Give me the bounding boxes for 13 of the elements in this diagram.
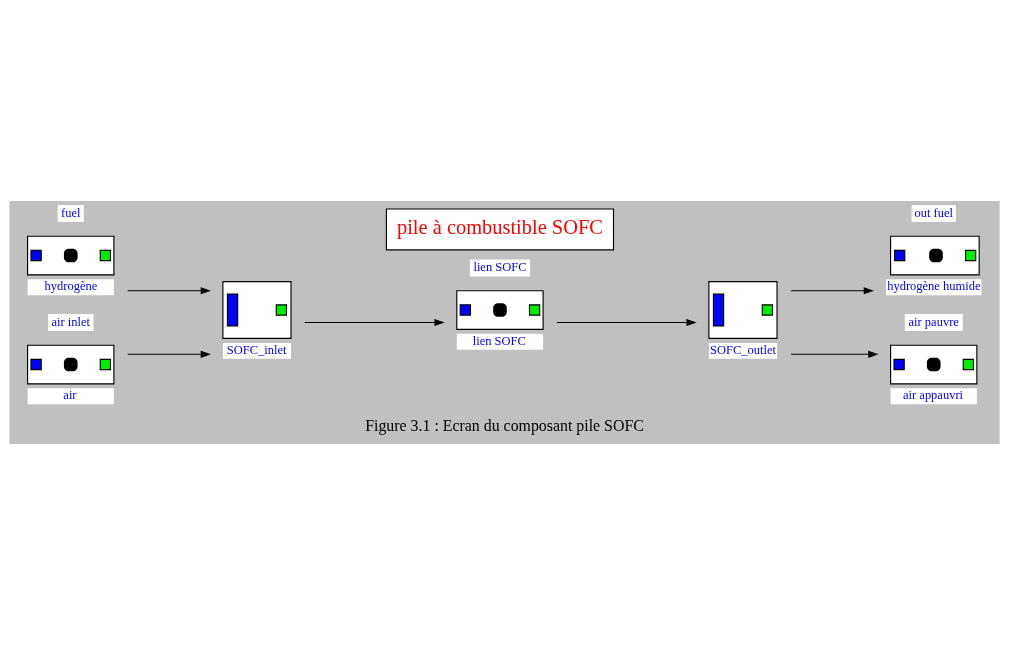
caption: Figure 3.1 : Ecran du composant pile SOFC	[365, 416, 644, 434]
node-label: lien SOFC	[473, 260, 527, 275]
node-label: air pauvre	[908, 314, 959, 329]
node-label: air inlet	[51, 314, 90, 329]
arrow	[556, 318, 697, 327]
label: pile à combustible SOFC	[397, 216, 603, 239]
arrow	[127, 287, 211, 295]
node-label: out fuel	[914, 205, 953, 220]
arrow	[790, 287, 874, 295]
arrow	[127, 350, 211, 358]
arrow	[790, 350, 879, 358]
node-label: fuel	[61, 205, 81, 220]
arrow	[304, 318, 445, 327]
